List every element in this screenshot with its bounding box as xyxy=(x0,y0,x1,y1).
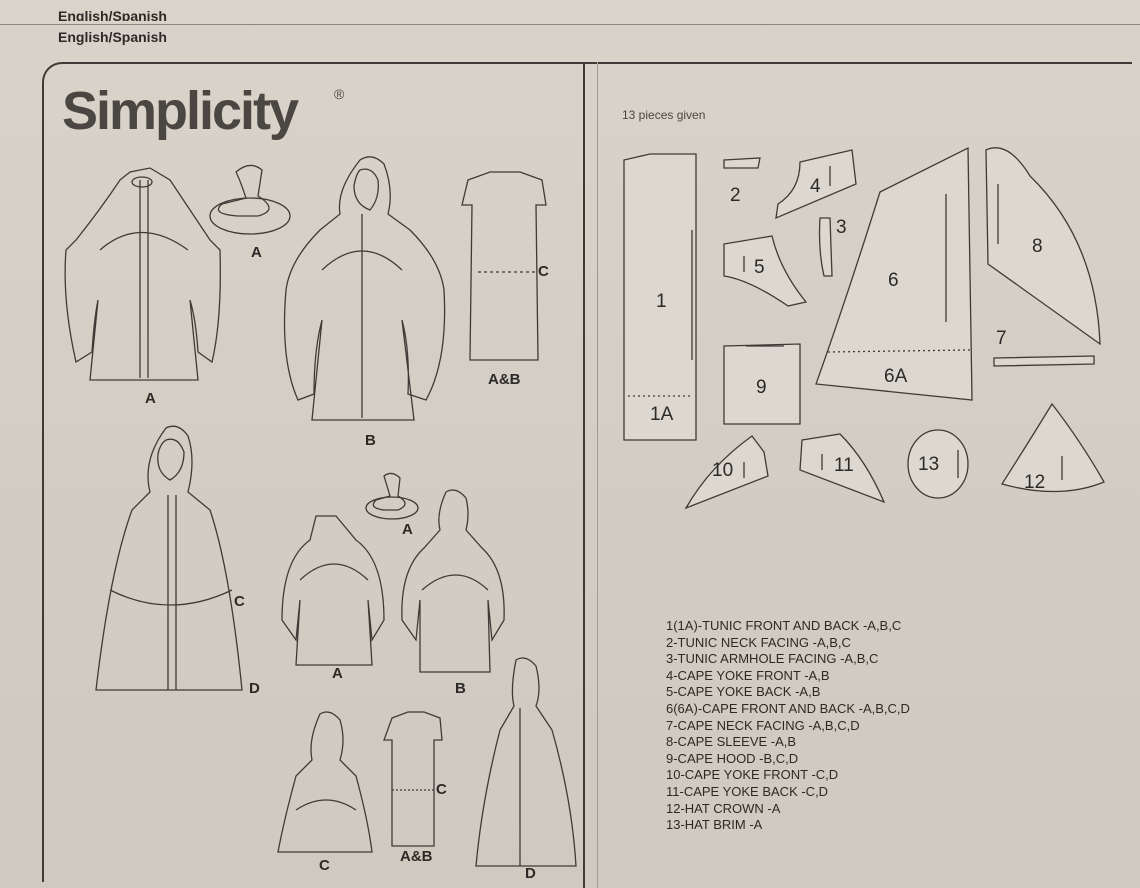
label-view-c-tunic: C xyxy=(538,263,549,280)
page-fold-shadow xyxy=(597,62,598,888)
simplicity-logo: Simplicity xyxy=(62,81,299,141)
label-view-d: D xyxy=(249,680,260,697)
view-d-small-illustration xyxy=(475,657,577,867)
label-view-a: A xyxy=(145,390,156,407)
piece-6-label: 6 xyxy=(888,270,899,291)
header-divider xyxy=(0,24,1140,25)
view-a-small-hat-illustration xyxy=(365,472,419,520)
legend-item: 11-CAPE YOKE BACK -C,D xyxy=(666,783,829,799)
piece-9-label: 9 xyxy=(756,377,767,398)
legend-item: 4-CAPE YOKE FRONT -A,B xyxy=(666,667,830,683)
label-small-ab: A&B xyxy=(400,848,433,865)
piece-13-hat-brim xyxy=(907,429,969,499)
piece-10-cape-yoke-front xyxy=(684,435,769,510)
pattern-piece-legend: 1(1A)-TUNIC FRONT AND BACK -A,B,C 2-TUNI… xyxy=(666,618,910,834)
piece-5-label: 5 xyxy=(754,257,765,278)
piece-6-cape-front-back xyxy=(815,146,973,401)
label-view-ab: A&B xyxy=(488,371,521,388)
view-c-small-illustration xyxy=(277,711,373,853)
view-a-robe-illustration xyxy=(64,167,221,381)
piece-12-hat-crown xyxy=(1000,402,1105,493)
view-a-hat-illustration xyxy=(209,164,291,235)
language-header-top: English/Spanish xyxy=(58,8,167,21)
legend-item: 7-CAPE NECK FACING -A,B,C,D xyxy=(666,717,860,733)
piece-10-label: 10 xyxy=(712,460,733,481)
piece-8-label: 8 xyxy=(1032,236,1043,257)
pieces-given-note: 13 pieces given xyxy=(622,108,706,122)
legend-item: 2-TUNIC NECK FACING -A,B,C xyxy=(666,634,851,650)
piece-1-tunic xyxy=(623,153,697,441)
label-view-b: B xyxy=(365,432,376,449)
legend-item: 13-HAT BRIM -A xyxy=(666,817,763,833)
view-b-hooded-robe-illustration xyxy=(283,156,446,421)
piece-3-armhole-facing xyxy=(818,217,833,277)
view-b-small-illustration xyxy=(401,489,505,673)
page-fold xyxy=(583,62,585,888)
piece-1-label: 1 xyxy=(656,291,667,312)
piece-8-cape-sleeve xyxy=(985,147,1101,346)
piece-13-label: 13 xyxy=(918,454,939,475)
registered-mark: ® xyxy=(334,86,345,102)
legend-item: 1(1A)-TUNIC FRONT AND BACK -A,B,C xyxy=(666,618,902,633)
piece-9-cape-hood xyxy=(723,343,801,425)
piece-1a-label: 1A xyxy=(650,404,674,425)
label-small-d: D xyxy=(525,865,536,882)
piece-2-label: 2 xyxy=(730,185,741,206)
piece-11-cape-yoke-back xyxy=(799,433,886,504)
piece-6a-label: 6A xyxy=(884,366,908,387)
legend-item: 9-CAPE HOOD -B,C,D xyxy=(666,750,799,766)
view-ab-tunic-illustration xyxy=(461,171,547,361)
legend-item: 12-HAT CROWN -A xyxy=(666,800,781,816)
piece-4-cape-yoke-front xyxy=(775,149,857,220)
page-frame xyxy=(42,62,1132,882)
piece-3-label: 3 xyxy=(836,217,847,238)
legend-item: 8-CAPE SLEEVE -A,B xyxy=(666,734,797,750)
piece-5-cape-yoke-back xyxy=(723,235,808,307)
piece-4-label: 4 xyxy=(810,176,821,197)
piece-7-label: 7 xyxy=(996,328,1007,349)
piece-12-label: 12 xyxy=(1024,472,1045,493)
label-small-b: B xyxy=(455,680,466,697)
legend-item: 3-TUNIC ARMHOLE FACING -A,B,C xyxy=(666,651,879,667)
legend-item: 5-CAPE YOKE BACK -A,B xyxy=(666,684,821,700)
label-small-a: A xyxy=(332,665,343,682)
view-a-small-illustration xyxy=(281,515,385,666)
legend-item: 10-CAPE YOKE FRONT -C,D xyxy=(666,767,839,783)
view-ab-small-tunic-illustration xyxy=(383,711,443,847)
language-header: English/Spanish xyxy=(58,29,167,45)
piece-11-label: 11 xyxy=(834,455,854,476)
label-small-c: C xyxy=(319,857,330,874)
legend-item: 6(6A)-CAPE FRONT AND BACK -A,B,C,D xyxy=(666,700,910,716)
label-view-c: C xyxy=(234,593,245,610)
view-c-cape-illustration xyxy=(95,425,243,691)
piece-7-cape-neck-facing xyxy=(993,355,1095,367)
label-hat-a: A xyxy=(251,244,262,261)
label-small-c-tunic: C xyxy=(436,781,447,798)
label-small-hat-a: A xyxy=(402,521,413,538)
piece-2-neck-facing xyxy=(723,157,761,169)
